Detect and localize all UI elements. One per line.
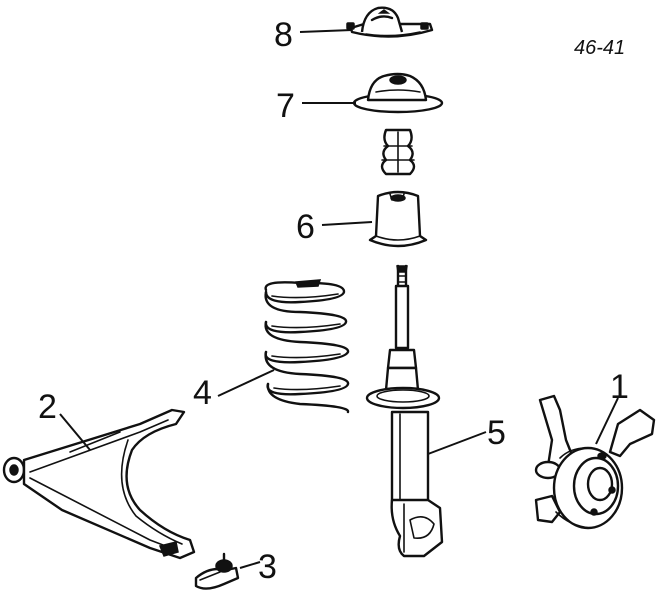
leader-1 [595,397,619,445]
top-mount-icon [346,6,434,38]
coil-spring-icon [264,279,350,414]
bump-stop-icon [380,128,416,176]
ball-joint-icon [194,552,240,590]
steering-knuckle-hub-icon [534,394,656,530]
dust-boot-icon [368,190,428,248]
spring-seat-icon [352,72,444,114]
callout-5: 5 [487,414,506,452]
callout-2: 2 [38,388,57,426]
leader-8 [299,29,353,33]
leader-6 [321,221,373,226]
leader-3 [239,561,261,569]
figure-reference: 46-41 [574,37,625,59]
callout-7: 7 [276,87,295,125]
callout-3: 3 [258,548,277,586]
callout-4: 4 [193,374,212,412]
callout-8: 8 [274,16,293,54]
strut-damper-icon [365,264,444,558]
leader-5 [427,431,487,455]
callout-1: 1 [610,368,629,406]
leader-4 [217,369,275,397]
lower-control-arm-icon [2,408,196,560]
leader-2 [59,413,91,451]
callout-6: 6 [296,208,315,246]
